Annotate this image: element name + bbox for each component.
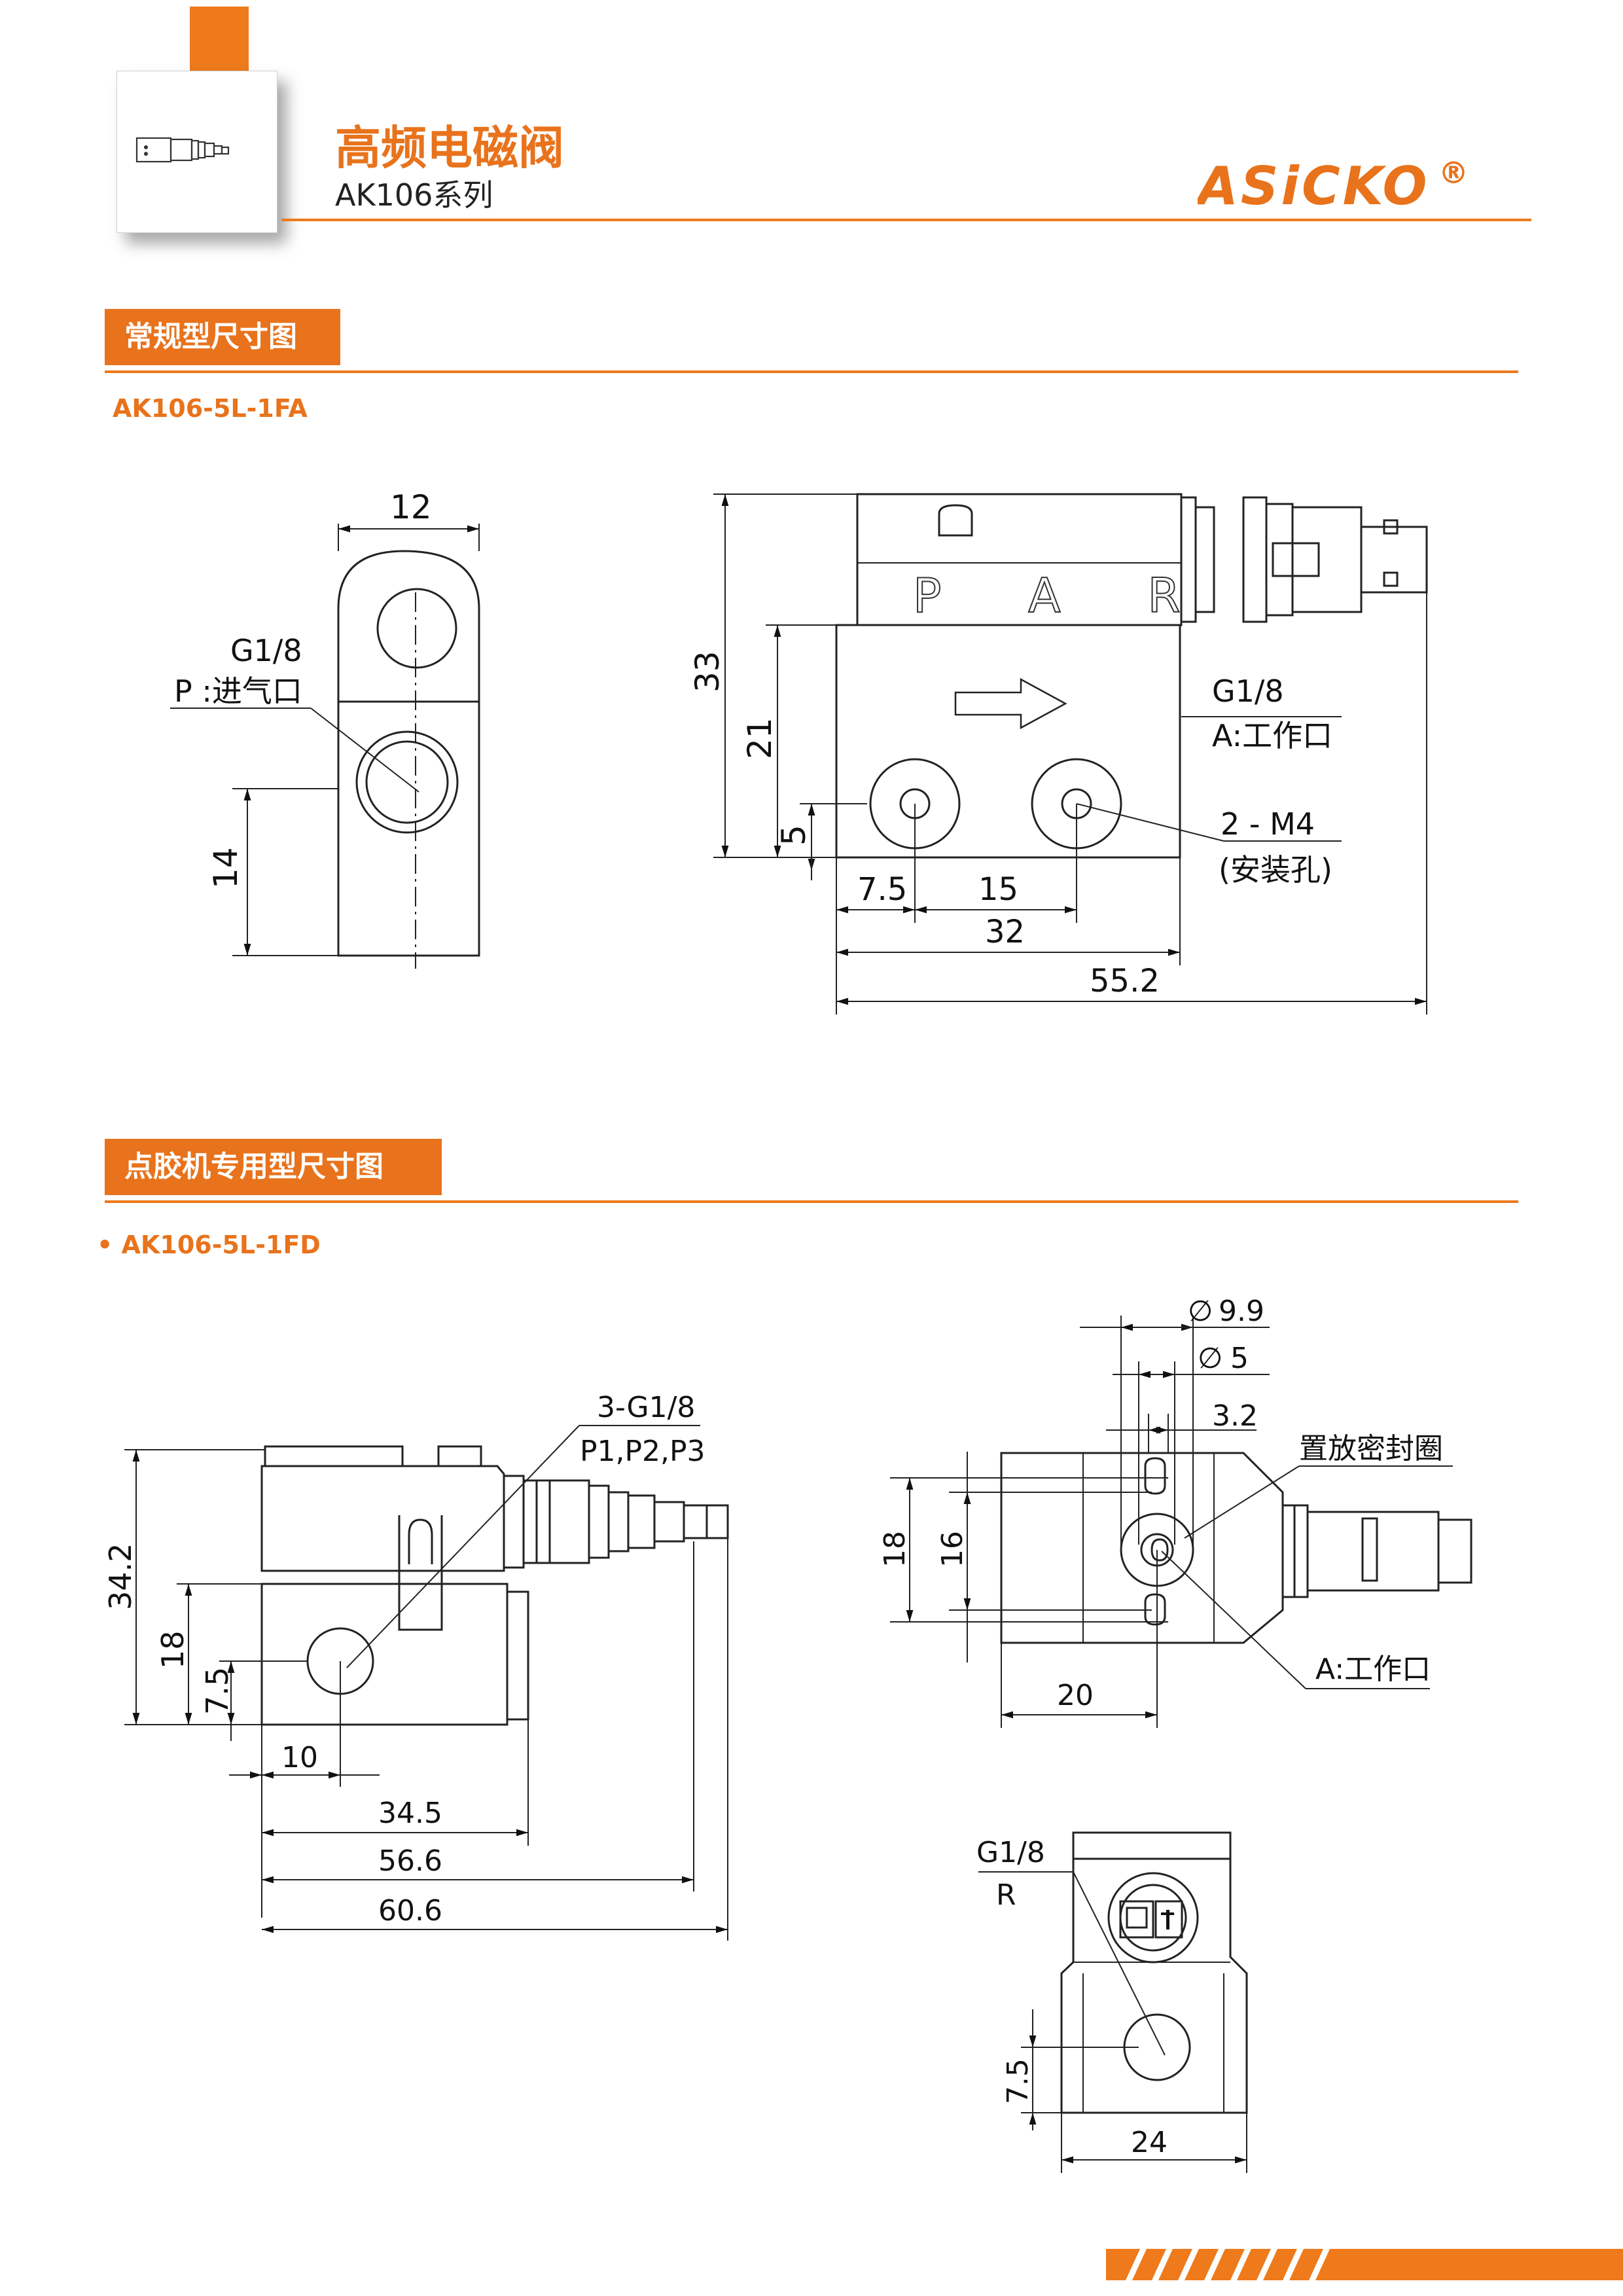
section2-model: • AK106-5L-1FD [97, 1230, 321, 1259]
s2-end-h1-dim: 18 [878, 1531, 912, 1568]
s1-side-width-dim: 12 [390, 488, 432, 526]
s1-side-port-desc: P :进气口 [174, 673, 302, 709]
s1-front-view [835, 493, 1428, 859]
s1-side-view [337, 550, 480, 957]
s2-side-port-label: 3-G1/8 [597, 1391, 695, 1424]
s1-total-height-dim: 33 [688, 651, 726, 692]
s1-hole-offset-dim: 7.5 [857, 871, 907, 908]
s2-bottom-port-height-dim: 7.5 [1001, 2058, 1035, 2104]
s1-body-length-dim: 32 [985, 914, 1025, 950]
s2-body-height-dim: 18 [155, 1630, 190, 1669]
s1-mount-label: 2 - M4 [1221, 806, 1315, 842]
s1-side-port-label: G1/8 [230, 633, 302, 668]
product-thumbnail [116, 71, 277, 233]
s1-total-length-dim: 55.2 [1090, 963, 1160, 999]
s2-body-length-dim: 34.5 [378, 1797, 442, 1830]
s1-coil-text: P A R [913, 568, 1216, 623]
s2-port-height-dim: 7.5 [200, 1667, 235, 1715]
brand-logo: ASiCKO ® [1198, 155, 1469, 216]
s2-dia1-dim: 9.9 [1219, 1295, 1264, 1328]
s2-end-width-dim: 20 [1057, 1679, 1094, 1712]
s2-side-view [260, 1445, 729, 1726]
s1-side-height-dim: 14 [207, 847, 245, 889]
header-divider [281, 219, 1531, 221]
section1-model: AK106-5L-1FA [113, 394, 308, 423]
page-title: 高频电磁阀 [335, 121, 564, 175]
footer-accent-bar [1106, 2249, 1623, 2280]
s2-end-port-desc: A:工作口 [1315, 1653, 1431, 1686]
s2-bottom-port-desc: R [996, 1878, 1016, 1912]
registered-mark: ® [1438, 155, 1469, 190]
section1-heading: 常规型尺寸图 [105, 309, 340, 365]
brand-logo-text: ASiCKO [1198, 156, 1430, 216]
s2-side-port-desc: P1,P2,P3 [580, 1435, 705, 1468]
s1-port-a-desc: A:工作口 [1212, 718, 1332, 753]
s2-total-height-dim: 34.2 [103, 1543, 138, 1610]
s1-mount-desc: (安装孔) [1219, 852, 1332, 888]
footer-stripes-icon [1126, 2249, 1330, 2280]
s2-bottom-view [1060, 1831, 1248, 2114]
s2-len-3-dim: 60.6 [378, 1894, 442, 1928]
s2-dia2-dim: 5 [1230, 1342, 1249, 1375]
section1-divider [105, 370, 1518, 373]
section2-heading: 点胶机专用型尺寸图 [105, 1139, 442, 1195]
s1-hole-height-dim: 5 [775, 825, 813, 846]
header-accent-tab [190, 7, 249, 79]
s2-end-view [1000, 1452, 1472, 1644]
s1-body-height-dim: 21 [741, 717, 779, 759]
page-subtitle: AK106系列 [335, 177, 493, 213]
s2-bottom-width-dim: 24 [1131, 2126, 1168, 2159]
s1-hole-pitch-dim: 15 [978, 871, 1018, 908]
s1-port-a-label: G1/8 [1212, 673, 1284, 709]
valve-thumbnail-icon [135, 137, 230, 163]
s2-end-h2-dim: 16 [936, 1531, 969, 1568]
s2-dia2-symbol: ∅ [1198, 1342, 1222, 1375]
s2-len-2-dim: 56.6 [378, 1844, 442, 1878]
section2-divider [105, 1200, 1518, 1203]
s2-port-offset-dim: 10 [281, 1741, 318, 1774]
s2-dia1-symbol: ∅ [1188, 1295, 1213, 1328]
s2-offset-dim: 3.2 [1212, 1399, 1258, 1433]
s2-seal-label: 置放密封圈 [1299, 1432, 1443, 1465]
s2-bottom-port-label: G1/8 [976, 1836, 1045, 1869]
